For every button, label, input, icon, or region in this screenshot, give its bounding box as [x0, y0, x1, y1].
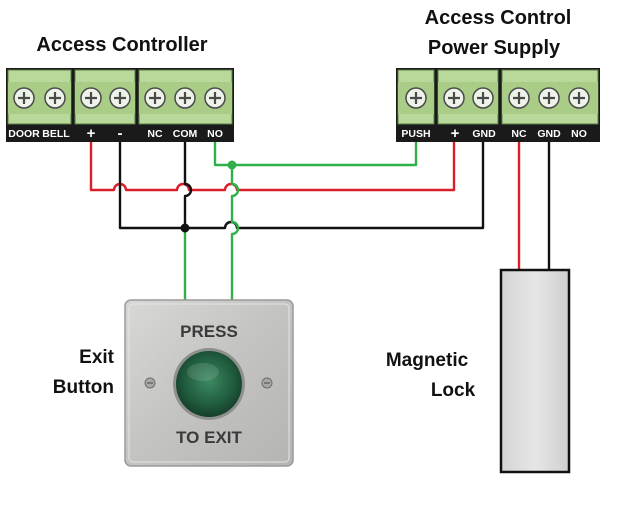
to-exit-text: TO EXIT — [176, 428, 242, 447]
screw-icon — [144, 377, 156, 389]
terminal-label-gnd: GND — [472, 128, 496, 140]
terminal-label-minus: - — [118, 125, 123, 142]
screw-icon — [472, 87, 494, 109]
screw-icon — [538, 87, 560, 109]
screw-icon — [174, 87, 196, 109]
terminal-label-com: COM — [173, 128, 198, 140]
magnetic-lock-label-line2: Lock — [431, 380, 476, 401]
terminal-label-plus: + — [451, 125, 460, 142]
terminal-label-nc: NC — [511, 128, 527, 140]
screw-icon — [405, 87, 427, 109]
terminal-label-plus: + — [87, 125, 96, 142]
green-wire-exit-right — [230, 165, 240, 300]
terminal-label-no: NO — [207, 128, 223, 140]
access-controller-title: Access Controller — [36, 34, 207, 56]
screw-icon — [144, 87, 166, 109]
green-wire-push — [213, 142, 418, 167]
push-button[interactable] — [176, 351, 242, 417]
junction-dot — [180, 223, 190, 233]
magnetic-lock — [499, 268, 571, 474]
terminal-label-no: NO — [571, 128, 587, 140]
screw-icon — [80, 87, 102, 109]
screw-icon — [443, 87, 465, 109]
terminal-label-gnd: GND — [537, 128, 561, 140]
terminal-label-nc: NC — [147, 128, 163, 140]
screw-icon — [261, 377, 273, 389]
screw-icon — [109, 87, 131, 109]
black-wire — [118, 142, 485, 230]
exit-button-plate[interactable]: PRESS TO EXIT — [124, 299, 294, 467]
junction-dot — [227, 160, 237, 170]
power-supply-title-line1: Access Control — [425, 7, 572, 29]
exit-button-label-line2: Button — [53, 377, 114, 398]
power-supply-title-line2: Power Supply — [428, 37, 561, 59]
wiring — [89, 142, 551, 300]
press-text: PRESS — [180, 322, 238, 341]
exit-button-label-line1: Exit — [79, 347, 115, 368]
screw-icon — [568, 87, 590, 109]
screw-icon — [204, 87, 226, 109]
terminal-label-bell: BELL — [42, 128, 70, 140]
screw-icon — [508, 87, 530, 109]
screw-icon — [13, 87, 35, 109]
power-supply-terminal-block: PUSH + GND NC GND NO — [396, 68, 600, 142]
terminal-label-push: PUSH — [401, 128, 430, 140]
access-controller-terminal-block: DOOR BELL + - NC COM NO — [6, 68, 234, 142]
terminal-label-door: DOOR — [8, 128, 40, 140]
screw-icon — [44, 87, 66, 109]
black-wire-com — [183, 142, 193, 228]
magnetic-lock-label-line1: Magnetic — [386, 350, 469, 371]
